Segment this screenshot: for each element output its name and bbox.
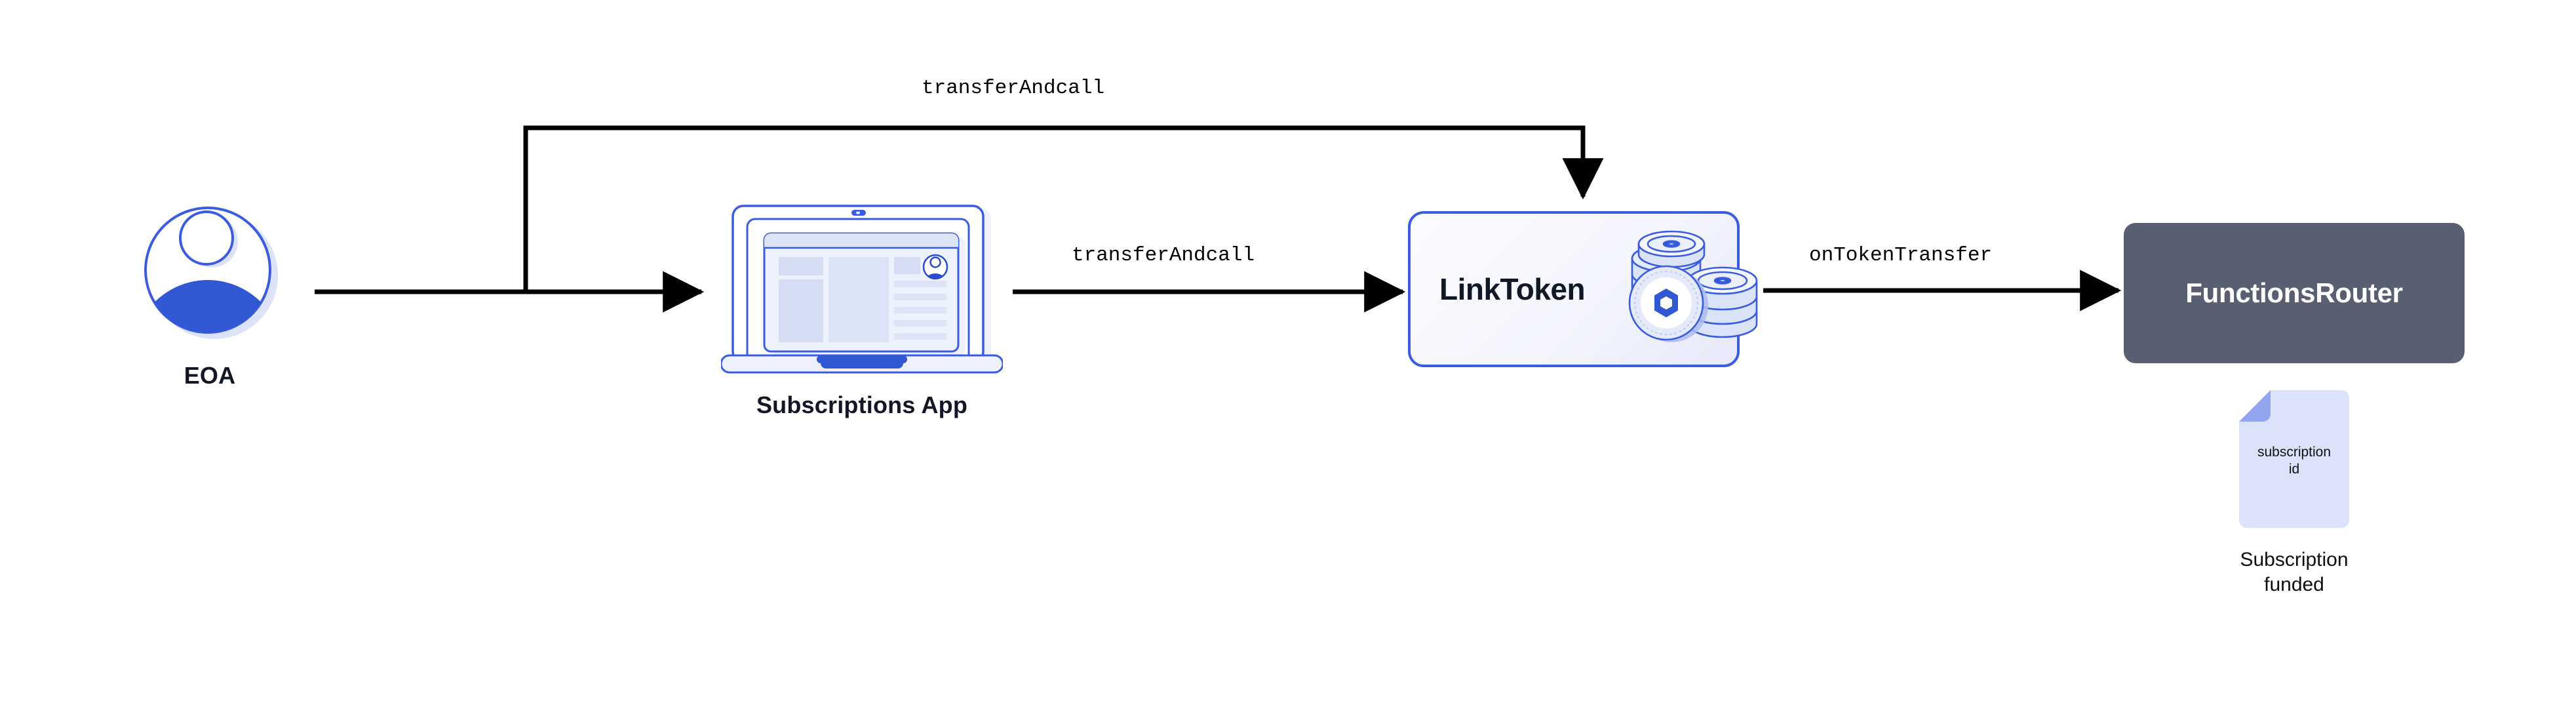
user-avatar-icon xyxy=(144,207,278,339)
coin-stack-icon xyxy=(1628,230,1758,342)
chainlink-coin-icon xyxy=(1628,265,1708,342)
node-label-subscription-funded: Subscription funded xyxy=(2240,549,2349,595)
document-wrap: subscription id xyxy=(2235,390,2353,528)
node-eoa[interactable]: EOA xyxy=(111,197,308,389)
node-label-link-token: LinkToken xyxy=(1439,272,1586,306)
node-link-token[interactable]: LinkToken xyxy=(1408,211,1758,367)
node-label-eoa: EOA xyxy=(184,362,236,389)
edge-label-transfer-and-call-top: transferAndcall xyxy=(922,77,1105,100)
laptop-icon xyxy=(721,205,1003,374)
edge-eoa-to-linktoken xyxy=(523,125,1604,292)
edge-label-on-token-transfer: onTokenTransfer xyxy=(1809,244,1993,267)
node-subscriptions-app[interactable]: Subscriptions App xyxy=(714,197,1009,419)
node-label-subscriptions-app: Subscriptions App xyxy=(756,391,968,418)
functions-router-box: FunctionsRouter xyxy=(2124,223,2465,363)
node-subscription-document[interactable]: subscription id Subscription funded xyxy=(2189,390,2399,597)
document-icon xyxy=(2239,390,2349,528)
node-functions-router[interactable]: FunctionsRouter xyxy=(2124,223,2465,363)
document-inner-text: subscription id xyxy=(2257,445,2332,477)
edge-label-transfer-and-call-mid: transferAndcall xyxy=(1072,244,1255,267)
app-avatar-icon xyxy=(922,254,948,280)
node-label-functions-router: FunctionsRouter xyxy=(2185,277,2403,308)
